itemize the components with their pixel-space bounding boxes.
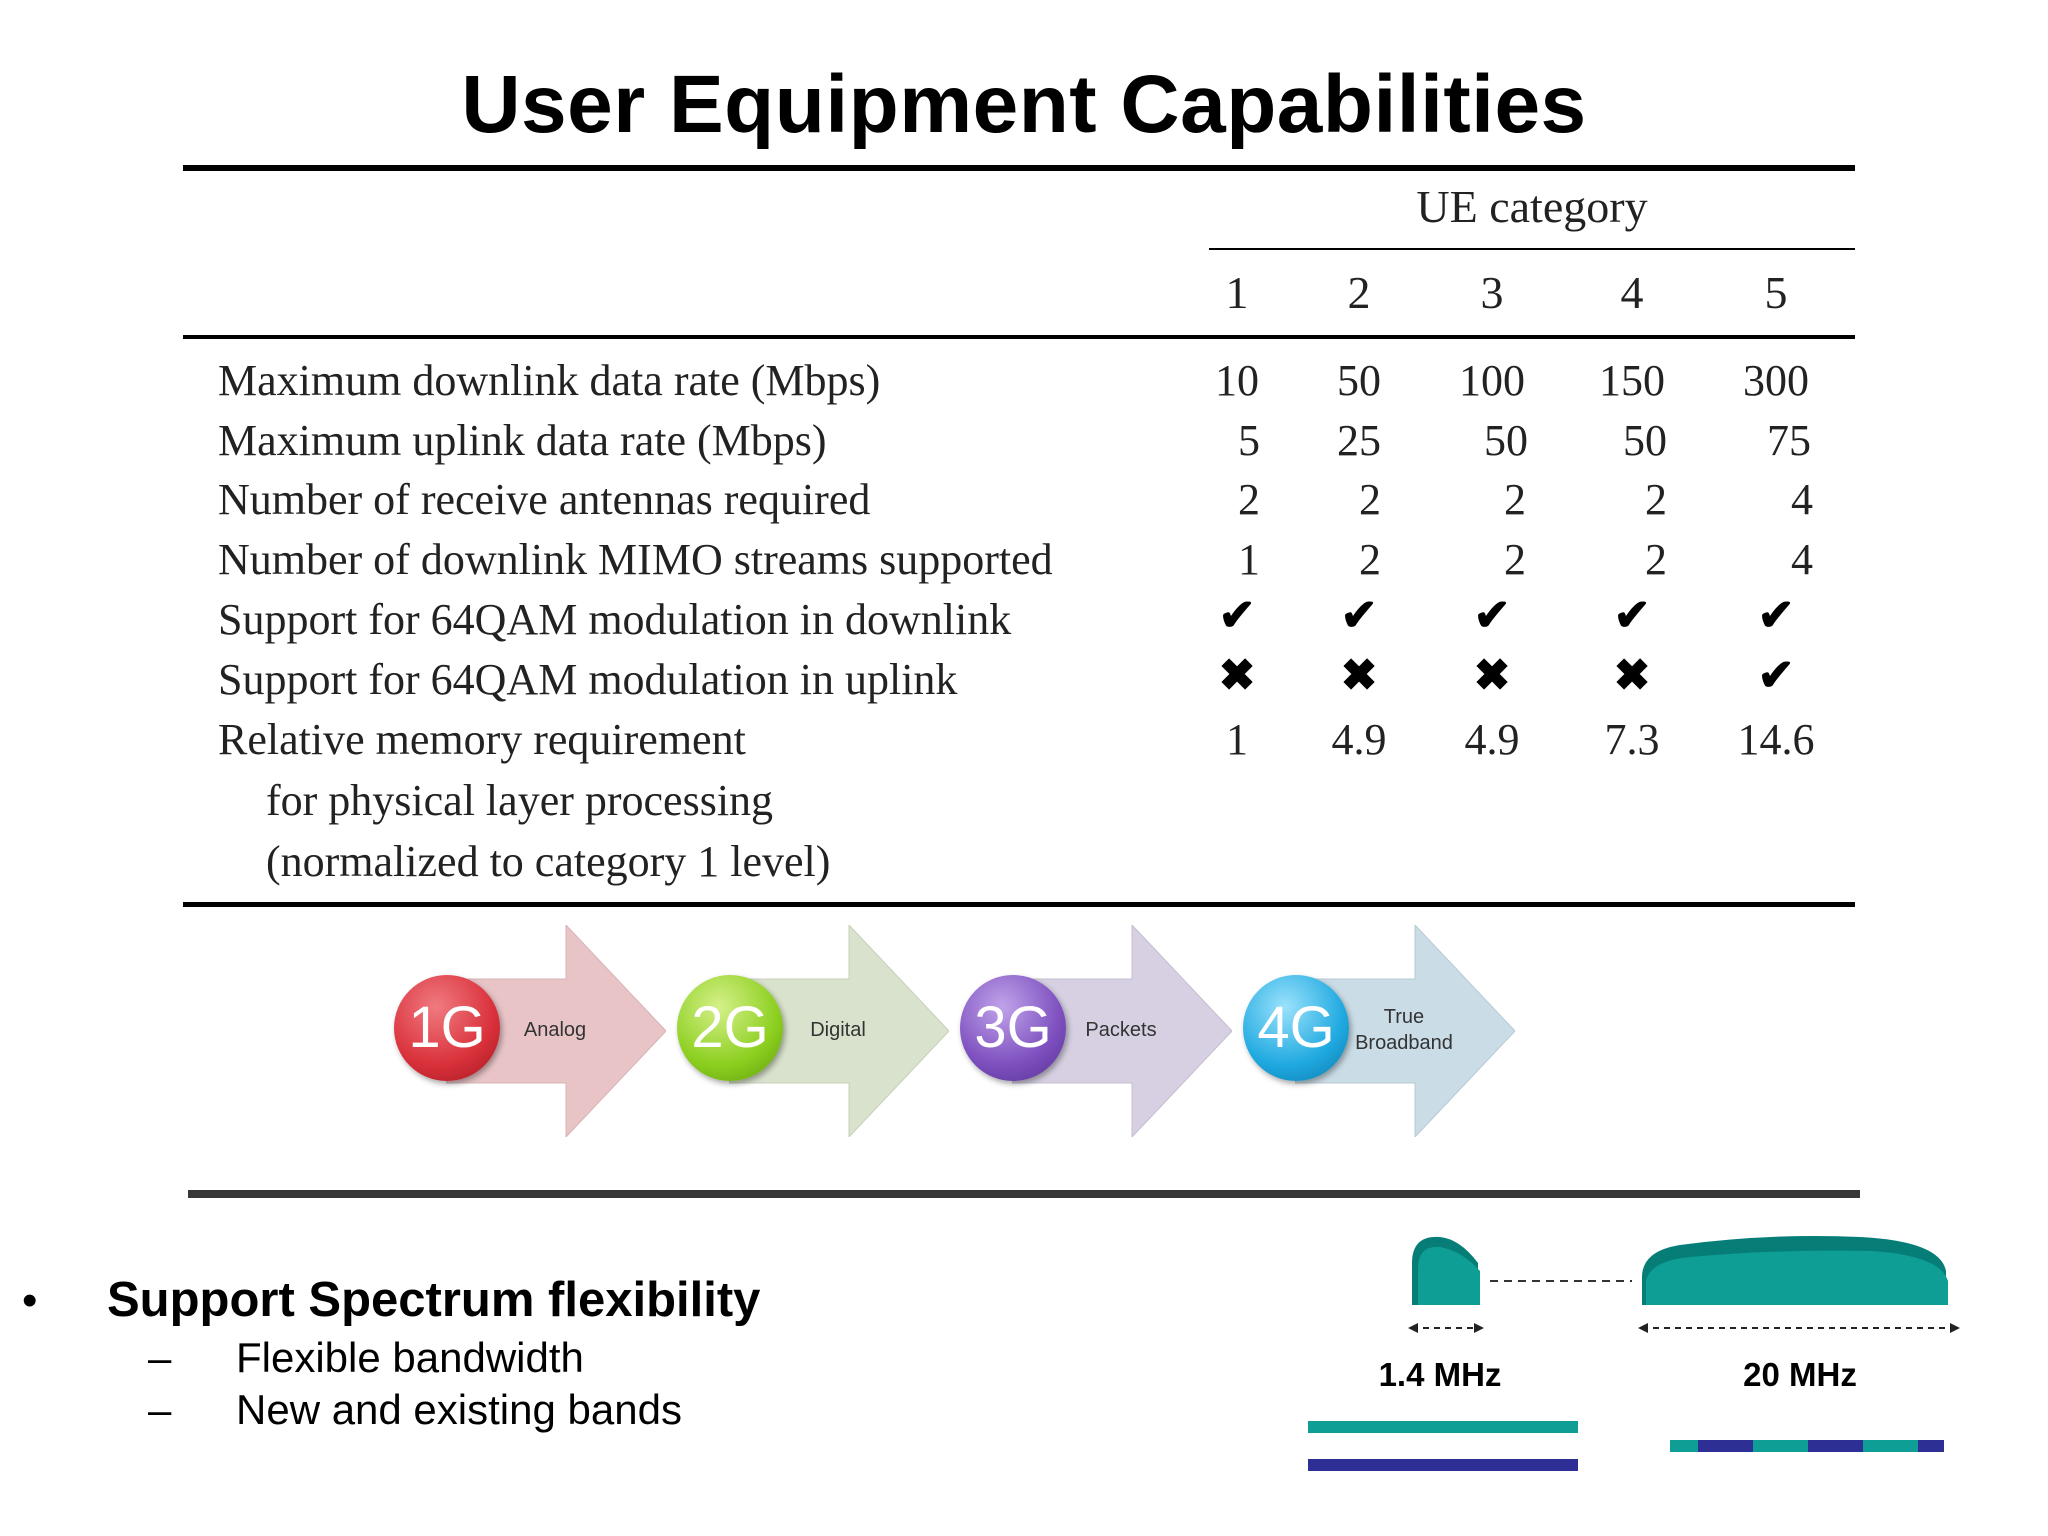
bullet-main-text: Support Spectrum flexibility bbox=[107, 1273, 761, 1327]
wide-bar-segment bbox=[1670, 1440, 1698, 1452]
narrow-bandwidth-label: 1.4 MHz bbox=[1378, 1356, 1502, 1393]
cross-mark-icon: ✖ bbox=[1473, 651, 1511, 700]
table-cell: 2 bbox=[1645, 535, 1667, 584]
table-cell: 150 bbox=[1599, 356, 1665, 405]
wide-band-block bbox=[1642, 1236, 1948, 1305]
arrow-head bbox=[1638, 1323, 1648, 1333]
generation-label: True bbox=[1383, 1006, 1425, 1028]
generation-badge-3g: 3G bbox=[960, 975, 1066, 1081]
bullet-marker: • bbox=[22, 1276, 38, 1325]
slide-title: User Equipment Capabilities bbox=[461, 59, 1587, 150]
check-mark-icon: ✔ bbox=[1473, 591, 1511, 640]
row-label: Maximum uplink data rate (Mbps) bbox=[218, 416, 827, 465]
row-label-continuation: (normalized to category 1 level) bbox=[266, 837, 831, 886]
narrow-navy-bar bbox=[1308, 1459, 1578, 1471]
row-label: Support for 64QAM modulation in downlink bbox=[218, 595, 1012, 644]
table-header-rule bbox=[183, 335, 1855, 339]
cross-mark-icon: ✖ bbox=[1340, 651, 1378, 700]
sub-bullet-marker: – bbox=[148, 1386, 172, 1433]
column-header: 4 bbox=[1620, 267, 1644, 318]
table-cell: 300 bbox=[1743, 356, 1809, 405]
row-label-continuation: for physical layer processing bbox=[266, 776, 774, 825]
table-top-rule bbox=[183, 165, 1855, 171]
wide-bar-segment bbox=[1863, 1440, 1918, 1452]
table-cell: 2 bbox=[1359, 535, 1381, 584]
wide-bandwidth-label: 20 MHz bbox=[1743, 1356, 1857, 1393]
table-cell: 7.3 bbox=[1604, 715, 1660, 764]
row-label: Number of receive antennas required bbox=[218, 475, 871, 524]
generations-diagram: 1G 2G 3G 4G Analog Digital Packets True … bbox=[210, 915, 1530, 1185]
check-mark-icon: ✔ bbox=[1340, 591, 1378, 640]
table-cell: 2 bbox=[1645, 475, 1667, 524]
row-label: Number of downlink MIMO streams supporte… bbox=[218, 535, 1053, 584]
arrow-shape bbox=[729, 925, 949, 1137]
check-mark-icon: ✔ bbox=[1757, 651, 1795, 700]
column-header: 1 bbox=[1225, 267, 1249, 318]
generation-label: Broadband bbox=[1355, 1032, 1453, 1054]
table-bottom-rule bbox=[183, 902, 1855, 907]
arrow-head bbox=[1408, 1323, 1418, 1333]
table-cell: 2 bbox=[1504, 535, 1526, 584]
table-cell: 4.9 bbox=[1331, 715, 1387, 764]
narrow-band-block bbox=[1412, 1236, 1480, 1305]
arrow-head bbox=[1474, 1323, 1484, 1333]
category-underline bbox=[1209, 248, 1855, 250]
arrow-shape bbox=[1012, 925, 1232, 1137]
table-cell: 50 bbox=[1484, 416, 1528, 465]
generation-badge-1g: 1G bbox=[394, 975, 500, 1081]
check-mark-icon: ✔ bbox=[1613, 591, 1651, 640]
cross-mark-icon: ✖ bbox=[1218, 651, 1256, 700]
row-label: Relative memory requirement bbox=[218, 715, 746, 764]
arrow-head bbox=[1950, 1323, 1960, 1333]
table-cell: 2 bbox=[1238, 475, 1260, 524]
wide-bar-segment bbox=[1808, 1440, 1863, 1452]
sub-bullet-text: Flexible bandwidth bbox=[236, 1334, 584, 1381]
table-cell: 2 bbox=[1504, 475, 1526, 524]
generation-label: Digital bbox=[810, 1019, 866, 1041]
narrow-teal-bar bbox=[1308, 1421, 1578, 1433]
table-cell: 4 bbox=[1791, 475, 1813, 524]
table-cell: 2 bbox=[1359, 475, 1381, 524]
table-cell: 75 bbox=[1767, 416, 1811, 465]
section-divider bbox=[188, 1190, 1860, 1198]
table-cell: 4 bbox=[1791, 535, 1813, 584]
generation-badge-2g: 2G bbox=[677, 975, 783, 1081]
column-header: 5 bbox=[1764, 267, 1788, 318]
arrow-shape bbox=[1295, 925, 1515, 1137]
check-mark-icon: ✔ bbox=[1218, 591, 1256, 640]
table-cell: 50 bbox=[1337, 356, 1381, 405]
table-cell: 1 bbox=[1226, 715, 1248, 764]
wide-bar-segment bbox=[1698, 1440, 1753, 1452]
table-cell: 50 bbox=[1623, 416, 1667, 465]
table-cell: 4.9 bbox=[1464, 715, 1520, 764]
row-label: Maximum downlink data rate (Mbps) bbox=[218, 356, 881, 405]
generation-label: Packets bbox=[1085, 1019, 1157, 1041]
wide-bar-segment bbox=[1918, 1440, 1944, 1452]
check-mark-icon: ✔ bbox=[1757, 591, 1795, 640]
table-cell: 5 bbox=[1238, 416, 1260, 465]
table-cell: 1 bbox=[1238, 535, 1260, 584]
sub-bullet-marker: – bbox=[148, 1334, 172, 1381]
row-label: Support for 64QAM modulation in uplink bbox=[218, 655, 958, 704]
cross-mark-icon: ✖ bbox=[1613, 651, 1651, 700]
table-cell: 10 bbox=[1215, 356, 1259, 405]
ue-category-header: UE category bbox=[1416, 181, 1648, 232]
table-cell: 25 bbox=[1337, 416, 1381, 465]
generation-label: Analog bbox=[523, 1019, 587, 1041]
table-cell: 14.6 bbox=[1737, 715, 1815, 764]
sub-bullet-text: New and existing bands bbox=[236, 1386, 682, 1433]
generation-badge-4g: 4G bbox=[1243, 975, 1349, 1081]
spectrum-diagram bbox=[1308, 1236, 1960, 1471]
column-header: 2 bbox=[1347, 267, 1371, 318]
column-header: 3 bbox=[1480, 267, 1504, 318]
wide-bar-segment bbox=[1753, 1440, 1808, 1452]
table-cell: 100 bbox=[1459, 356, 1525, 405]
arrow-shape bbox=[446, 925, 666, 1137]
